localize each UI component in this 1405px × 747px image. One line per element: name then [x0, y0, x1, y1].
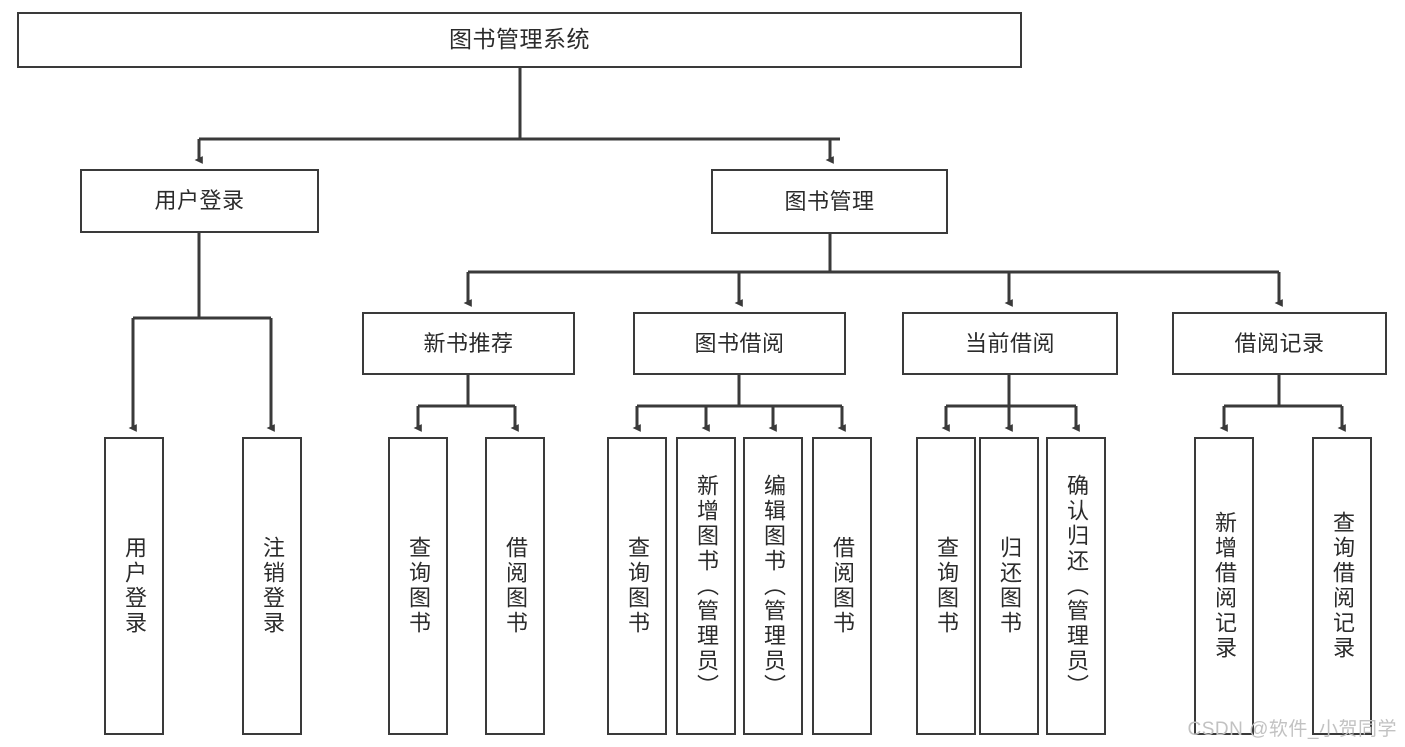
leaf-add-borrow-record[interactable]: 新增借阅记录	[1194, 437, 1254, 735]
node-borrow-records-label: 借阅记录	[1234, 330, 1325, 356]
leaf-edit-book-admin[interactable]: 编辑图书（管理员）	[743, 437, 803, 735]
node-borrow-records[interactable]: 借阅记录	[1172, 312, 1387, 375]
leaf-return-book[interactable]: 归还图书	[979, 437, 1039, 735]
node-new-book-recommend[interactable]: 新书推荐	[362, 312, 575, 375]
leaf-borrow-books-recommend-label: 借阅图书	[502, 536, 528, 636]
node-user-login-label: 用户登录	[154, 188, 245, 214]
leaf-query-books-borrow[interactable]: 查询图书	[607, 437, 667, 735]
leaf-query-books-current[interactable]: 查询图书	[916, 437, 976, 735]
leaf-query-books-recommend-label: 查询图书	[405, 536, 431, 636]
node-book-management-label: 图书管理	[784, 188, 875, 214]
node-user-login[interactable]: 用户登录	[80, 169, 319, 233]
leaf-add-borrow-record-label: 新增借阅记录	[1211, 511, 1237, 661]
node-book-management[interactable]: 图书管理	[711, 169, 948, 234]
leaf-add-book-admin-label: 新增图书（管理员）	[693, 473, 719, 699]
leaf-edit-book-admin-label: 编辑图书（管理员）	[760, 473, 786, 699]
node-new-book-recommend-label: 新书推荐	[423, 330, 514, 356]
watermark: CSDN @软件_小贺同学	[1187, 719, 1397, 740]
leaf-confirm-return-admin[interactable]: 确认归还（管理员）	[1046, 437, 1106, 735]
leaf-query-borrow-record-label: 查询借阅记录	[1329, 511, 1355, 661]
leaf-user-login-label: 用户登录	[121, 536, 147, 636]
node-book-borrow[interactable]: 图书借阅	[633, 312, 846, 375]
leaf-return-book-label: 归还图书	[996, 536, 1022, 636]
leaf-borrow-book[interactable]: 借阅图书	[812, 437, 872, 735]
node-current-borrow-label: 当前借阅	[964, 330, 1055, 356]
leaf-confirm-return-admin-label: 确认归还（管理员）	[1063, 473, 1089, 699]
node-current-borrow[interactable]: 当前借阅	[902, 312, 1118, 375]
leaf-add-book-admin[interactable]: 新增图书（管理员）	[676, 437, 736, 735]
leaf-logout[interactable]: 注销登录	[242, 437, 302, 735]
leaf-query-books-current-label: 查询图书	[933, 536, 959, 636]
node-book-borrow-label: 图书借阅	[694, 330, 785, 356]
leaf-user-login[interactable]: 用户登录	[104, 437, 164, 735]
leaf-logout-label: 注销登录	[259, 536, 285, 636]
leaf-borrow-book-label: 借阅图书	[829, 536, 855, 636]
leaf-query-books-borrow-label: 查询图书	[624, 536, 650, 636]
leaf-borrow-books-recommend[interactable]: 借阅图书	[485, 437, 545, 735]
node-root[interactable]: 图书管理系统	[17, 12, 1022, 68]
node-root-label: 图书管理系统	[449, 26, 590, 53]
leaf-query-borrow-record[interactable]: 查询借阅记录	[1312, 437, 1372, 735]
leaf-query-books-recommend[interactable]: 查询图书	[388, 437, 448, 735]
